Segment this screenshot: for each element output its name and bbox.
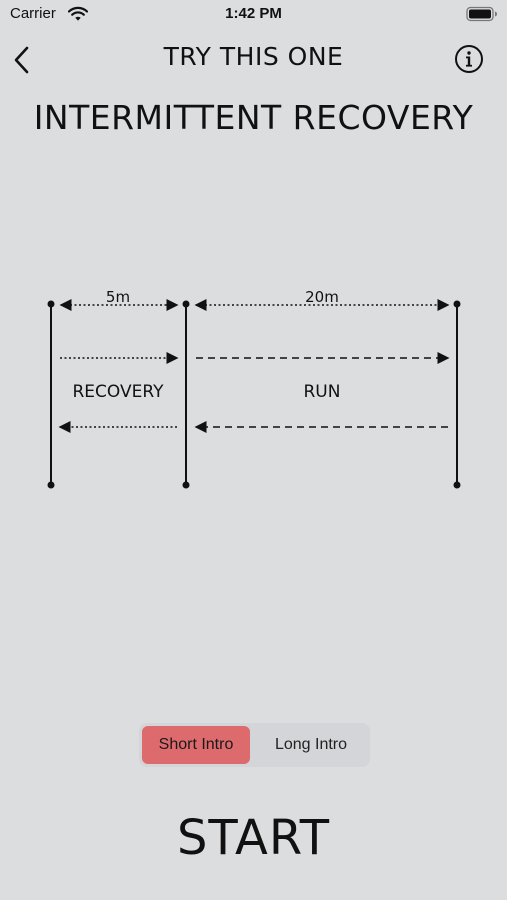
carrier-label: Carrier: [10, 5, 56, 22]
long-intro-option[interactable]: Long Intro: [274, 736, 348, 753]
distance-label-left: 5m: [106, 288, 130, 306]
info-icon: [455, 45, 483, 73]
wifi-icon: [67, 6, 89, 26]
navigation-bar: TRY THIS ONE: [0, 36, 507, 80]
start-button[interactable]: START: [176, 810, 331, 866]
info-button[interactable]: [452, 42, 486, 76]
short-intro-option[interactable]: Short Intro: [142, 726, 250, 764]
zone-label-run: RUN: [304, 382, 341, 402]
nav-title: TRY THIS ONE: [163, 42, 344, 71]
status-bar: Carrier 1:42 PM: [0, 0, 507, 32]
back-button[interactable]: [8, 40, 40, 76]
distance-label-right: 20m: [305, 288, 339, 306]
page-title: INTERMITTENT RECOVERY: [33, 98, 474, 137]
battery-icon: [466, 6, 498, 26]
chevron-left-icon: [14, 46, 29, 74]
clock-time: 1:42 PM: [225, 5, 282, 22]
intro-segmented-control: Short Intro Long Intro: [139, 723, 370, 767]
course-diagram: 5m 20m RECOVERY RUN: [47, 288, 461, 489]
zone-label-recovery: RECOVERY: [73, 382, 165, 402]
